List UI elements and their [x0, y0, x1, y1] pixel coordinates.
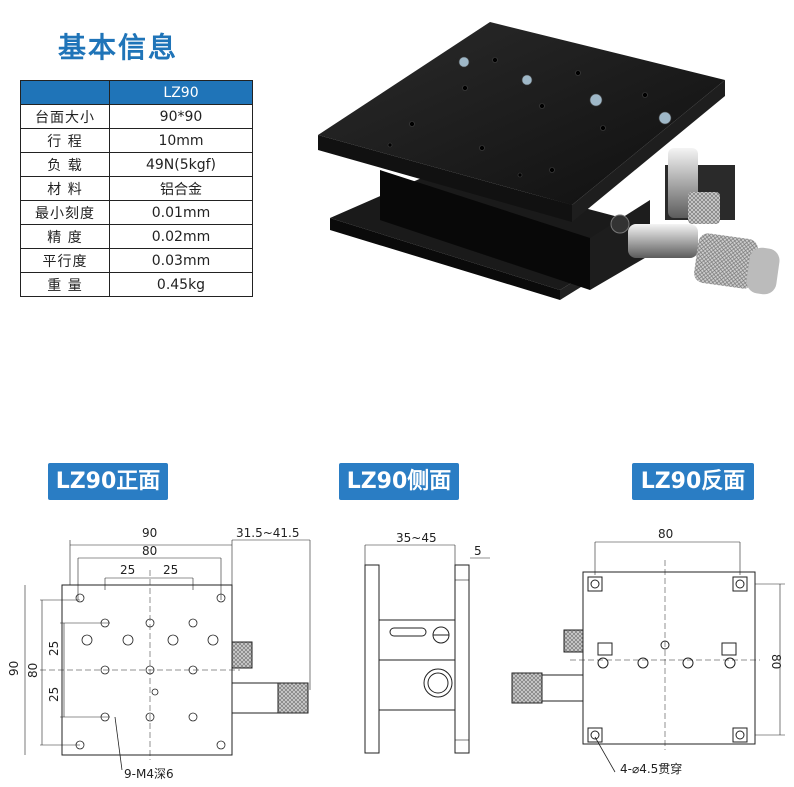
side-dim-thick: 5 — [474, 544, 482, 558]
front-dim-90: 90 — [142, 526, 157, 540]
top-plate — [318, 22, 725, 205]
back-holes-note: 4-⌀4.5贯穿 — [620, 761, 682, 776]
front-dim-80: 80 — [142, 544, 157, 558]
lock-knob-icon — [688, 192, 720, 224]
spec-value: 0.01mm — [109, 200, 253, 225]
slide-block — [380, 170, 590, 290]
spec-key: 精 度 — [20, 224, 110, 249]
spec-value: 0.45kg — [109, 272, 253, 297]
front-dim-v25b: 25 — [47, 687, 61, 702]
back-view-drawing — [511, 541, 785, 773]
spec-key: 负 载 — [20, 152, 110, 177]
spec-row: 材 料铝合金 — [20, 176, 253, 201]
spec-value: 10mm — [109, 128, 253, 153]
front-dim-v25a: 25 — [47, 641, 61, 656]
front-dim-h90: 90 — [7, 661, 21, 676]
back-dim-h80: 80 — [769, 654, 783, 669]
front-dim-25a: 25 — [120, 563, 135, 577]
product-photo — [318, 22, 780, 300]
front-dim-range: 31.5~41.5 — [236, 526, 300, 540]
page-title: 基本信息 — [58, 31, 179, 64]
side-view-drawing — [364, 544, 490, 754]
back-dim-w80: 80 — [658, 527, 673, 541]
front-holes-note: 9-M4深6 — [124, 767, 174, 781]
spec-value: 铝合金 — [109, 176, 253, 201]
spec-header-blank — [20, 80, 110, 105]
front-dim-h80: 80 — [26, 663, 40, 678]
spec-value: 49N(5kgf) — [109, 152, 253, 177]
micrometer-icon — [610, 214, 780, 295]
side-dim-range: 35~45 — [396, 531, 437, 545]
front-dim-25b: 25 — [163, 563, 178, 577]
front-view-label: LZ90正面 — [48, 463, 168, 500]
front-view-drawing — [24, 539, 311, 771]
top-holes — [387, 56, 672, 178]
spec-header-row: LZ90 — [20, 80, 253, 105]
side-view-label: LZ90侧面 — [339, 463, 459, 500]
spec-value: 0.02mm — [109, 224, 253, 249]
back-view-label: LZ90反面 — [632, 463, 754, 500]
spec-key: 重 量 — [20, 272, 110, 297]
spec-header-model: LZ90 — [109, 80, 253, 105]
